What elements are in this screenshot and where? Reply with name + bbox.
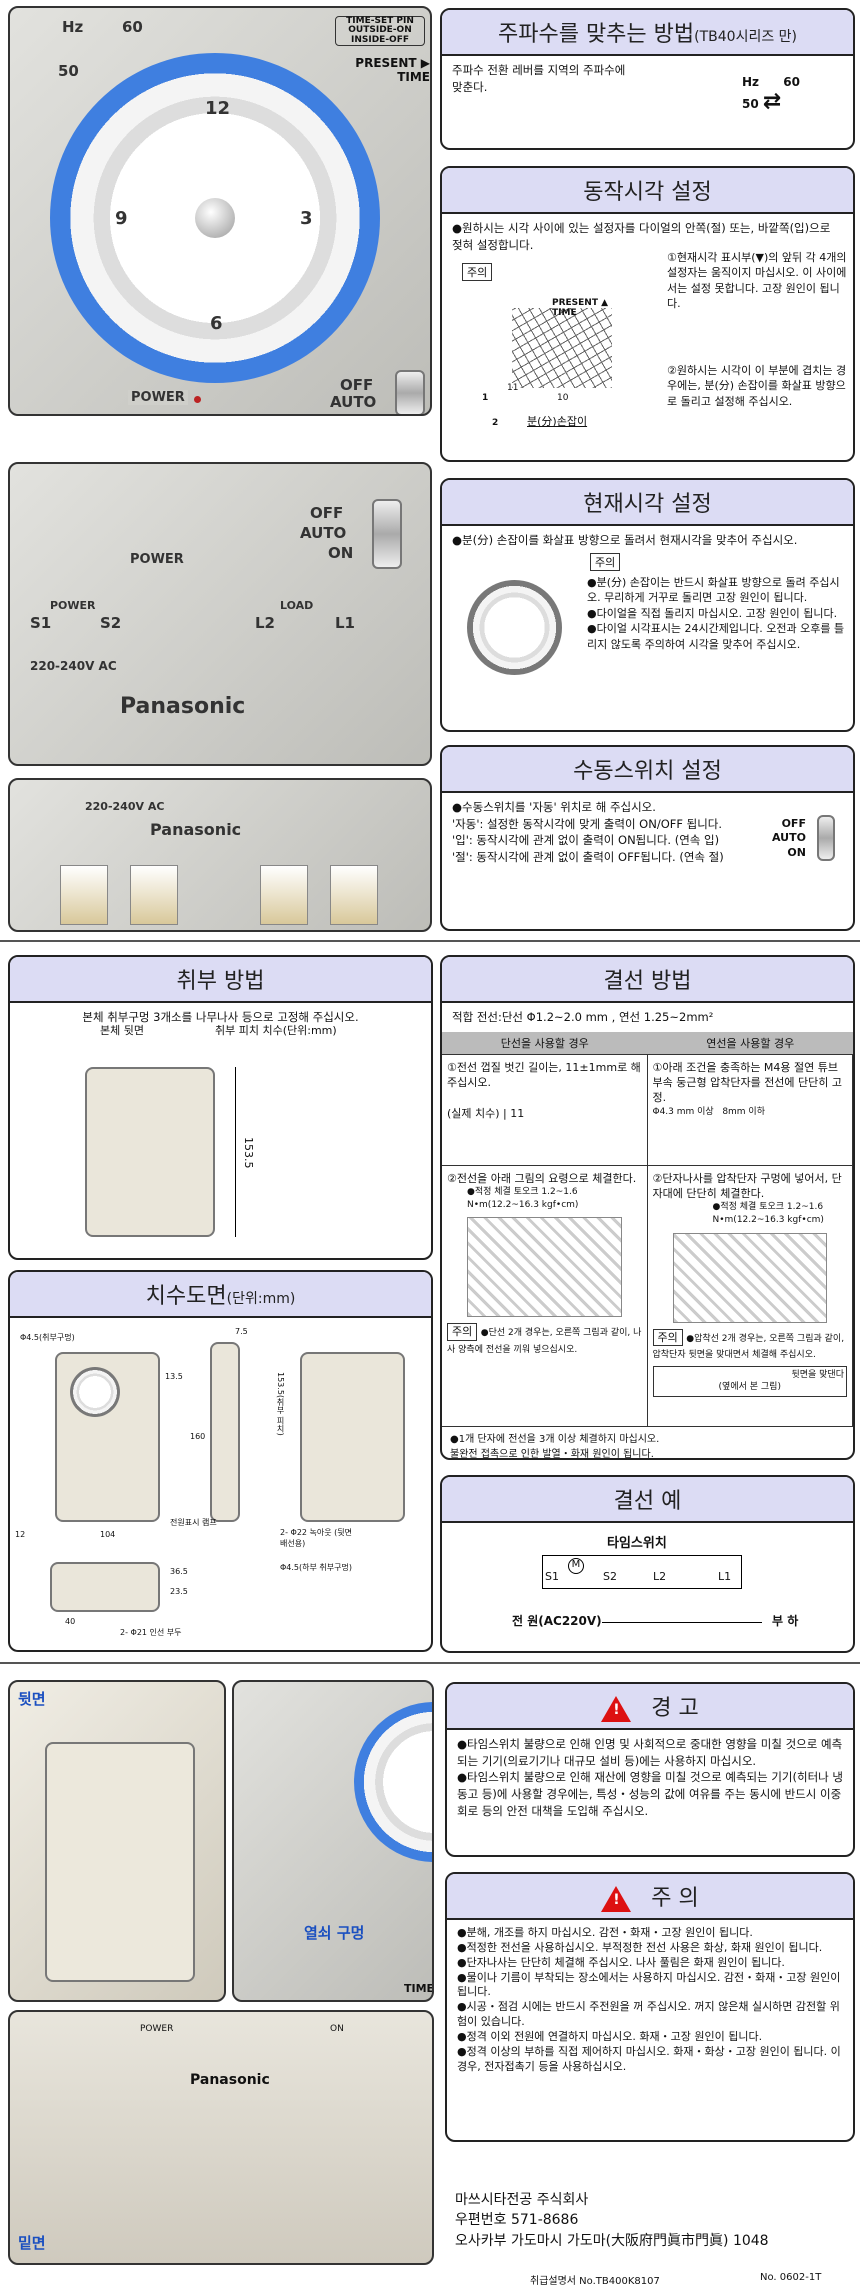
divider bbox=[0, 940, 860, 942]
frequency-panel: 주파수를 맞추는 방법(TB40시리즈 만) 주파수 전환 레버를 지역의 주파… bbox=[440, 8, 855, 150]
minute-knob[interactable] bbox=[195, 198, 235, 238]
wiring-example-panel: 결선 예 타임스위치 S1 M S2 L2 L1 전 원(AC220V) 부 하 bbox=[440, 1475, 855, 1653]
mounting-panel: 취부 방법 본체 취부구멍 3개소를 나무나사 등으로 고정해 주십시오. 본체… bbox=[8, 955, 433, 1260]
timer-terminal-photo: OFF AUTO ON POWER POWER S1 S2 LOAD L2 L1… bbox=[8, 462, 432, 766]
time-set-pin-label: TIME-SET PIN OUTSIDE-ON INSIDE-OFF bbox=[335, 16, 425, 47]
wiring-panel: 결선 방법 적합 전선:단선 Φ1.2~2.0 mm , 연선 1.25~2mm… bbox=[440, 955, 855, 1460]
terminal bbox=[130, 865, 178, 925]
keyhole-photo: 열쇠 구멍 TIME bbox=[232, 1680, 434, 2002]
current-time-panel: 현재시각 설정 ●분(分) 손잡이를 화살표 방향으로 돌려서 현재시각을 맞추… bbox=[440, 478, 855, 732]
bottom-photo: POWER ON Panasonic 밑면 bbox=[8, 2010, 434, 2265]
terminal bbox=[60, 865, 108, 925]
dimension-panel: 치수도면(단위:mm) Φ4.5(취부구멍) 7.5 13.5 160 153.… bbox=[8, 1270, 433, 1652]
manual-switch[interactable] bbox=[395, 370, 425, 414]
terminal-drawing bbox=[467, 1217, 622, 1318]
manual-switch[interactable] bbox=[372, 499, 402, 569]
frequency-lever-icon: ⇄ bbox=[762, 89, 782, 114]
terminal bbox=[260, 865, 308, 925]
present-time-label: PRESENT ▶ TIME bbox=[355, 56, 430, 84]
divider bbox=[0, 1662, 860, 1664]
back-drawing bbox=[300, 1352, 405, 1522]
power-label: POWER bbox=[128, 390, 188, 405]
caution-panel: 주 의 ●분해, 개조를 하지 마십시오. 감전・화재・고장 원인이 됩니다.●… bbox=[445, 1872, 855, 2142]
dial-illustration bbox=[467, 580, 562, 675]
timer-bottom-photo: 220-240V AC Panasonic bbox=[8, 778, 432, 932]
crimp-terminal-drawing bbox=[672, 1232, 827, 1323]
manual-switch-panel: 수동스위치 설정 ●수동스위치를 '자동' 위치로 해 주십시오. '자동': … bbox=[440, 745, 855, 931]
operation-time-panel: 동작시각 설정 ●원하시는 시각 사이에 있는 설정자를 다이얼의 안쪽(절) … bbox=[440, 166, 855, 462]
bottom-drawing bbox=[50, 1562, 160, 1612]
dial-drawing bbox=[70, 1367, 120, 1417]
warning-icon bbox=[601, 1696, 632, 1722]
side-drawing bbox=[210, 1342, 240, 1522]
switch-icon bbox=[817, 815, 835, 861]
terminal bbox=[330, 865, 378, 925]
back-photo: 뒷면 bbox=[8, 1680, 226, 2002]
time-switch-circuit: S1 M S2 L2 L1 bbox=[542, 1555, 742, 1589]
setting-pin-diagram: PRESENT ▲ TIME 11 10 1 2 분(分)손잡이 bbox=[482, 288, 632, 428]
timer-back-drawing bbox=[85, 1067, 215, 1237]
brand-logo: Panasonic bbox=[120, 694, 246, 719]
warning-panel: 경 고 ●타임스위치 불량으로 인해 인명 및 사회적으로 중대한 영향을 미칠… bbox=[445, 1682, 855, 1857]
timer-front-photo: Hz 60 50 TIME-SET PIN OUTSIDE-ON INSIDE-… bbox=[8, 6, 432, 416]
warning-icon bbox=[601, 1886, 632, 1912]
company-info: 마쓰시타전공 주식회사 우편번호 571-8686 오사카부 가도마시 가도마(… bbox=[455, 2192, 769, 2249]
power-lamp-icon bbox=[194, 396, 201, 403]
